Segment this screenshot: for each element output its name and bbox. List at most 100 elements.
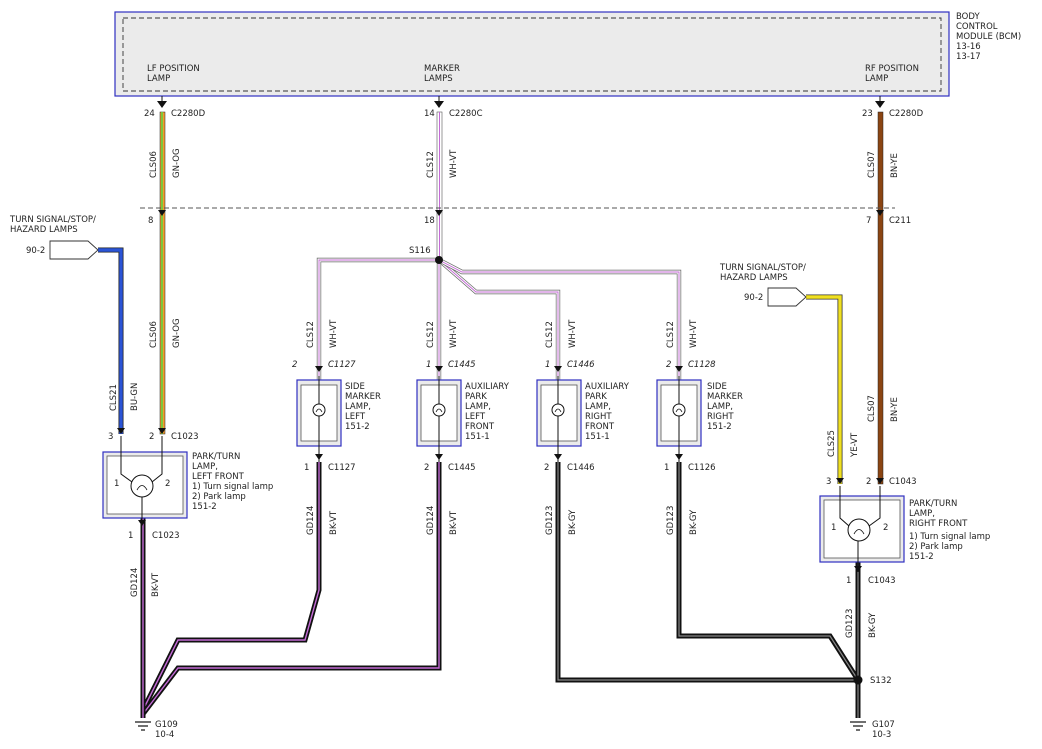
lamp-side-left-label-1: SIDE (345, 382, 365, 392)
lamp-aux-right-label-6: 151-1 (585, 432, 610, 442)
wire-rf-upper-circuit: CLS07 (867, 151, 877, 178)
turn-ref-left: TURN SIGNAL/STOP/ HAZARD LAMPS 90-2 (9, 215, 99, 260)
splice-s132-dot (853, 675, 863, 685)
bcm-rf-pin: 23 (862, 109, 873, 119)
lamp-side-left-top-conn: C1127 (328, 360, 356, 370)
wire-rf-lower-circuit: CLS07 (867, 395, 877, 422)
wire-b1-color: WH-VT (329, 319, 339, 348)
lamp-aux-left-label-4: LEFT (465, 412, 486, 422)
lamp-aux-left-label-6: 151-1 (465, 432, 490, 442)
bcm-title-line-2: CONTROL (956, 22, 998, 32)
wire-lf-upper-color: GN-OG (172, 148, 182, 178)
lamp-park-right-park-pin: 2 (866, 477, 871, 487)
lamp-side-marker-right: 2 C1128 SIDE MARKER LAMP, RIGHT 151-2 1 … (656, 360, 743, 473)
lamp-aux-left-bottom-pin: 2 (424, 463, 429, 473)
lamp-park-left-connector: C1023 (171, 432, 199, 442)
turn-ref-left-ref: 90-2 (26, 246, 45, 256)
lamp-aux-right-label-1: AUXILIARY (585, 382, 630, 392)
lamp-aux-left-bottom-conn: C1445 (448, 463, 476, 473)
lamp-side-right-top-conn: C1128 (688, 360, 716, 370)
wire-lf-bu-gn (98, 247, 124, 434)
lamp-side-left-label-2: MARKER (345, 392, 381, 402)
bcm-module: BODY CONTROL MODULE (BCM) 13-16 13-17 LF… (114, 11, 1021, 97)
bcm-rf-label-1: RF POSITION (865, 64, 919, 74)
lamp-park-right-label-6: 151-2 (909, 552, 934, 562)
wire-b4-circuit: CLS12 (666, 321, 676, 348)
lamp-park-right-label-1: PARK/TURN (909, 499, 957, 509)
ground-g107-ref: 10-3 (872, 730, 891, 740)
lamp-side-left-label-5: 151-2 (345, 422, 370, 432)
lamp-park-right-inner-pin-1: 1 (831, 523, 836, 533)
inline-rf-pin: 7 (866, 216, 871, 226)
lamp-aux-right-label-4: RIGHT (585, 412, 612, 422)
wire-b1-circuit: CLS12 (306, 321, 316, 348)
lamp-park-right-connector: C1043 (889, 477, 917, 487)
wire-b2-circuit: CLS12 (426, 321, 436, 348)
lamp-park-left-label-1: PARK/TURN (192, 452, 240, 462)
lamp-side-right-label-5: 151-2 (707, 422, 732, 432)
splice-s116-label: S116 (409, 246, 431, 256)
turn-ref-right-label-2: HAZARD LAMPS (720, 273, 788, 283)
turn-ref-left-label-2: HAZARD LAMPS (10, 225, 78, 235)
lamp-park-right-label-2: LAMP, (909, 509, 935, 519)
wire-g4-circuit: GD123 (666, 506, 676, 535)
inline-arrows (158, 210, 884, 216)
wire-g1-color: BK-VT (329, 510, 339, 535)
bcm-lf-connector: C2280D (171, 109, 206, 119)
lamp-park-right-ground-pin: 1 (846, 576, 851, 586)
wire-ground-bk-vt (140, 462, 442, 718)
lamp-park-left-label-2: LAMP, (192, 462, 218, 472)
bcm-marker-label-1: MARKER (424, 64, 460, 74)
lamp-side-left-bottom-pin: 1 (304, 463, 309, 473)
bcm-title-line-4: 13-16 (956, 42, 981, 52)
wire-rf-ye-vt (806, 294, 843, 484)
lamp-park-left-label-6: 151-2 (192, 502, 217, 512)
lamp-side-left-label-3: LAMP, (345, 402, 371, 412)
lamp-side-left-label-4: LEFT (345, 412, 366, 422)
turn-ref-left-label-1: TURN SIGNAL/STOP/ (9, 215, 96, 225)
wire-g2-circuit: GD124 (426, 506, 436, 535)
lamp-park-right-label-4: 1) Turn signal lamp (909, 532, 990, 542)
wire-g3-circuit: GD123 (545, 506, 555, 535)
lamp-park-left-label-4: 1) Turn signal lamp (192, 482, 273, 492)
splice-s132-label: S132 (870, 676, 892, 686)
lamp-side-right-label-3: LAMP, (707, 402, 733, 412)
turn-ref-right-ref: 90-2 (744, 293, 763, 303)
wire-lf-turn-color: BU-GN (130, 383, 140, 411)
lamp-park-left-turn-pin: 3 (108, 432, 113, 442)
bcm-marker-label-2: LAMPS (424, 74, 453, 84)
lamp-park-right-ground-conn: C1043 (868, 576, 896, 586)
lamp-park-right-inner-pin-2: 2 (883, 523, 888, 533)
ground-g109: G109 10-4 (135, 720, 178, 740)
lamp-aux-left-label-1: AUXILIARY (465, 382, 510, 392)
wire-rf-turn-color: YE-VT (850, 432, 860, 458)
wire-b4-color: WH-VT (689, 319, 699, 348)
lamp-side-right-top-pin: 2 (666, 360, 671, 370)
lamp-park-left-ground-pin: 1 (128, 531, 133, 541)
lamp-side-left-bottom-conn: C1127 (328, 463, 356, 473)
ground-g109-ref: 10-4 (155, 730, 174, 740)
wire-rf-upper-color: BN-YE (890, 153, 900, 178)
lamp-aux-left-label-2: PARK (465, 392, 487, 402)
turn-ref-left-flag (49, 240, 99, 260)
bcm-lf-label-1: LF POSITION (147, 64, 200, 74)
wire-rf-lower-color: BN-YE (890, 397, 900, 422)
lamp-aux-right-label-3: LAMP, (585, 402, 611, 412)
bcm-lf-label-2: LAMP (147, 74, 170, 84)
wire-g-rf-color: BK-GY (868, 612, 878, 638)
lamp-park-left-ground-conn: C1023 (152, 531, 180, 541)
lamp-aux-park-left: 1 C1445 AUXILIARY PARK LAMP, LEFT FRONT … (416, 360, 510, 473)
lamp-aux-left-top-pin: 1 (426, 360, 431, 370)
wire-g2-color: BK-VT (449, 510, 459, 535)
lamp-aux-right-top-pin: 1 (545, 360, 550, 370)
lamp-park-left-inner-pin-1: 1 (114, 479, 119, 489)
wire-rf-bn-ye (877, 111, 884, 485)
bcm-rf-label-2: LAMP (865, 74, 888, 84)
ground-g107-label: G107 (872, 720, 895, 730)
ground-g109-label: G109 (155, 720, 178, 730)
lamp-park-right-label-3: RIGHT FRONT (909, 519, 968, 529)
lamp-park-turn-left: 3 2 C1023 1 2 1 C1023 PARK/TURN LAMP, LE… (102, 428, 273, 541)
bcm-title-line-3: MODULE (BCM) (956, 32, 1021, 42)
lamp-side-left-top-pin: 2 (292, 360, 297, 370)
lamp-park-left-label-3: LEFT FRONT (192, 472, 245, 482)
